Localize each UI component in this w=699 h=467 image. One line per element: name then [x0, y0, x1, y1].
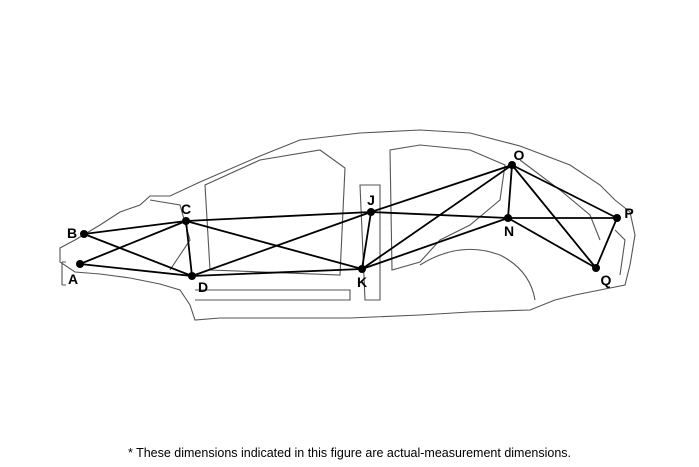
- point-label-Q: Q: [601, 272, 612, 288]
- measurement-line-P-Q: [595, 217, 618, 269]
- point-D: [188, 272, 196, 280]
- point-N: [504, 214, 512, 222]
- footnote: * These dimensions indicated in this fig…: [127, 446, 572, 460]
- measurement-line-K-O: [361, 164, 513, 270]
- measurement-points: A B C D J K N O P Q: [67, 147, 634, 295]
- measurement-line-J-K: [361, 211, 372, 270]
- measurement-line-O-P: [511, 164, 618, 219]
- point-label-O: O: [514, 147, 525, 163]
- point-P: [613, 214, 621, 222]
- measurement-line-N-Q: [507, 217, 597, 269]
- measurement-line-C-J: [185, 211, 372, 222]
- point-Q: [592, 264, 600, 272]
- point-label-P: P: [624, 205, 633, 221]
- point-label-C: C: [181, 201, 191, 217]
- measurement-line-N-O: [507, 164, 513, 219]
- point-K: [358, 265, 366, 273]
- measurement-line-B-C: [83, 220, 187, 235]
- point-label-N: N: [504, 223, 514, 239]
- measurement-line-D-K: [191, 268, 363, 277]
- car-body-outline: [59, 129, 636, 321]
- measurement-line-A-C: [79, 220, 187, 265]
- measurement-line-K-N: [361, 217, 509, 270]
- measurement-line-C-K: [185, 220, 363, 270]
- point-J: [367, 208, 375, 216]
- measurement-line-B-D: [83, 233, 193, 277]
- measurement-line-D-J: [191, 211, 372, 277]
- point-label-A: A: [68, 271, 78, 287]
- point-A: [76, 260, 84, 268]
- point-label-D: D: [198, 279, 208, 295]
- measurement-line-A-D: [79, 263, 193, 277]
- measurement-lines: [79, 164, 618, 277]
- point-O: [508, 161, 516, 169]
- point-label-B: B: [67, 225, 77, 241]
- point-label-K: K: [357, 274, 367, 290]
- measurement-line-O-Q: [511, 164, 597, 269]
- measurement-line-C-D: [185, 220, 193, 277]
- measurement-line-J-O: [370, 164, 513, 213]
- point-C: [182, 217, 190, 225]
- point-B: [80, 230, 88, 238]
- point-label-J: J: [367, 192, 375, 208]
